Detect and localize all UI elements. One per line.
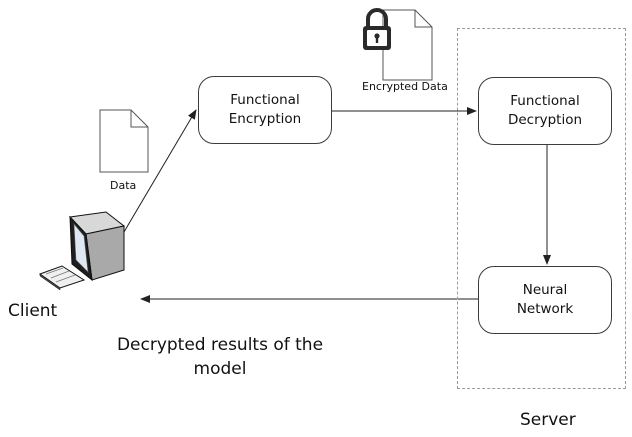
functional-decryption-line1: Functional: [510, 93, 580, 109]
encrypted-data-label: Encrypted Data: [362, 80, 448, 93]
document-icon: [99, 109, 149, 173]
neural-network-line1: Neural: [522, 282, 568, 298]
computer-icon: [38, 211, 126, 290]
neural-network-node: Neural Network: [478, 266, 612, 334]
data-label: Data: [110, 179, 137, 192]
decrypted-results-label: Decrypted results of the model: [116, 335, 324, 379]
client-label: Client: [8, 301, 58, 321]
functional-decryption-line2: Decryption: [507, 112, 583, 128]
functional-encryption-line2: Encryption: [228, 111, 302, 127]
locked-document-icon: [363, 8, 433, 81]
arrow-client-to-encryption: [123, 109, 197, 233]
server-boundary: [457, 28, 626, 389]
functional-encryption-node: Functional Encryption: [198, 76, 332, 144]
functional-encryption-line1: Functional: [230, 92, 300, 108]
neural-network-line2: Network: [516, 301, 574, 317]
functional-decryption-node: Functional Decryption: [478, 77, 612, 145]
server-label: Server: [520, 410, 576, 430]
